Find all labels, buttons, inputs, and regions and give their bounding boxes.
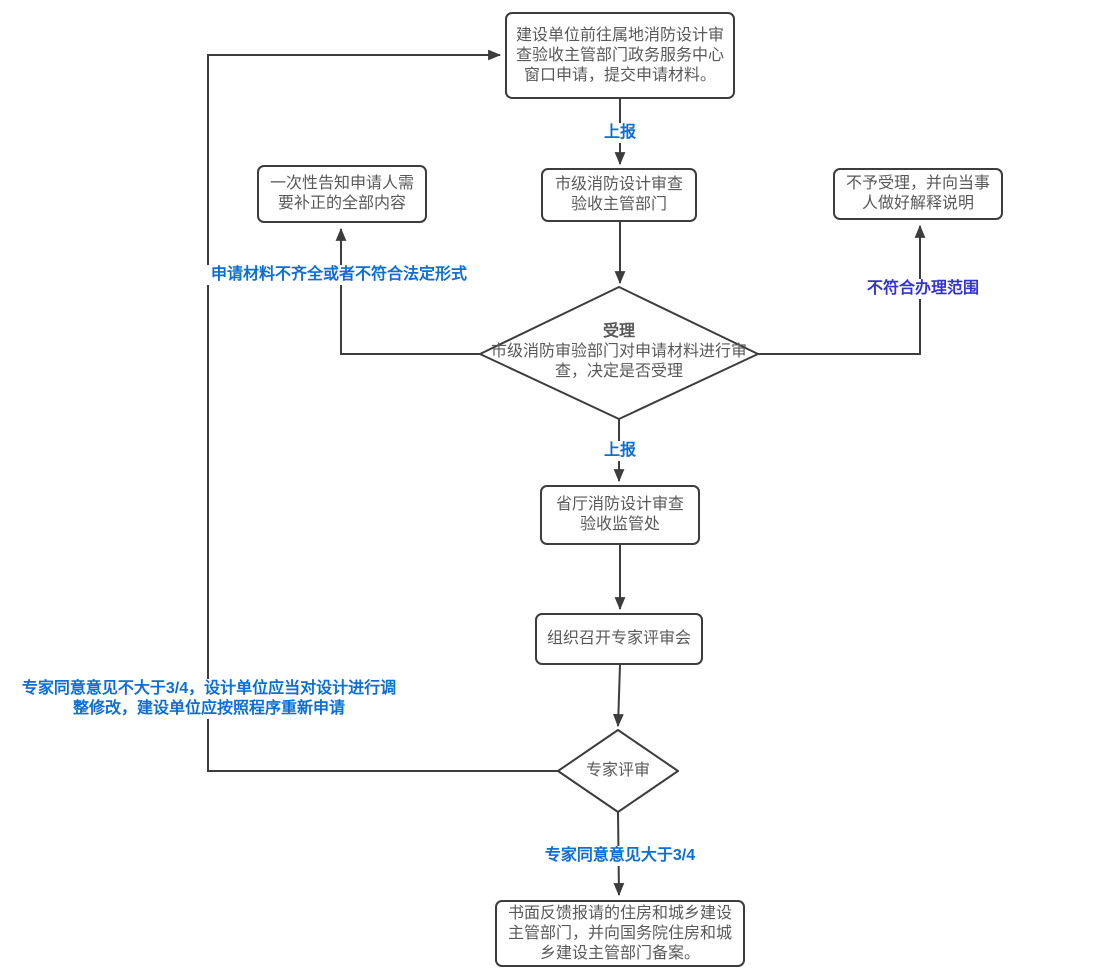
edge-label-report-up-1: 上报: [589, 123, 651, 143]
edge-expert-back-to-start: [207, 49, 558, 772]
edge-label-materials-incomplete: 申请材料不齐全或者不符合法定形式: [203, 265, 475, 285]
node-final-feedback: 书面反馈报请的住房和城乡建设主管部门，并向国务院住房和城乡建设主管部门备案。: [495, 900, 745, 967]
decision-accept-shape: [479, 286, 759, 420]
edge-label-report-up-2: 上报: [589, 441, 651, 461]
edge-accept-to-reject: [758, 224, 926, 355]
node-municipal-department: 市级消防设计审查验收主管部门: [541, 168, 697, 222]
decision-accept-body: 市级消防审验部门对申请材料进行审查，决定是否受理: [490, 343, 747, 380]
edge-label-out-of-scope: 不符合办理范围: [858, 279, 988, 299]
decision-expert-review-shape: [557, 729, 679, 813]
edge-meeting-to-expert: [612, 664, 624, 728]
node-reject: 不予受理，并向当事人做好解释说明: [833, 168, 1003, 220]
decision-expert-review-text: 专家评审: [585, 762, 650, 779]
edge-label-not-approved: 专家同意意见不大于3/4，设计单位应当对设计进行调整修改，建设单位应按照程序重新…: [18, 679, 400, 719]
decision-accept-title: 受理: [602, 323, 635, 340]
edge-accept-to-notify: [335, 227, 480, 355]
node-start: 建设单位前往属地消防设计审查验收主管部门政务服务中心窗口申请，提交申请材料。: [505, 12, 735, 99]
node-notify-corrections: 一次性告知申请人需要补正的全部内容: [257, 165, 427, 223]
edge-label-approved: 专家同意意见大于3/4: [538, 846, 702, 866]
node-provincial-office: 省厅消防设计审查验收监管处: [540, 485, 700, 545]
decision-accept-text: 受理 市级消防审验部门对申请材料进行审查，决定是否受理: [479, 322, 759, 382]
node-expert-meeting: 组织召开专家评审会: [535, 613, 703, 665]
